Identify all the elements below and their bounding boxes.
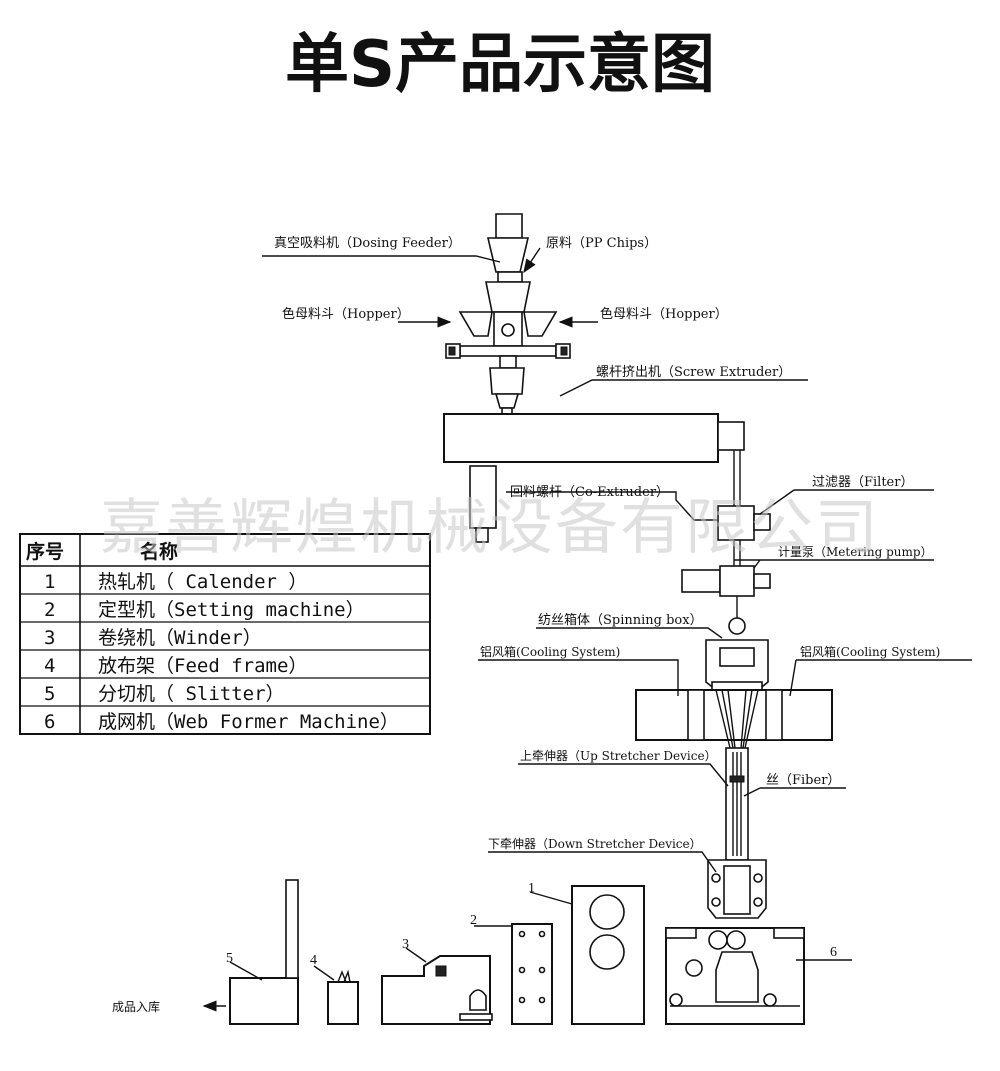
label-co-extruder: 回料螺杆（Co-Extruder） <box>510 485 669 500</box>
label-hopper-left: 色母料斗（Hopper） <box>282 306 410 322</box>
main-hopper <box>485 281 531 347</box>
winder-machine <box>381 955 493 1025</box>
legend-row-name: 分切机（ Slitter） <box>98 683 285 705</box>
legend-row-name: 成网机（Web Former Machine） <box>98 711 399 733</box>
label-filter: 过滤器（Filter） <box>812 475 913 490</box>
label-cooling-right: 铝风箱(Cooling System) <box>800 644 940 659</box>
label-dosing-feeder: 真空吸料机（Dosing Feeder） <box>274 236 461 251</box>
down-stretcher <box>707 859 767 919</box>
color-hopper-left <box>458 311 493 337</box>
feed-frame <box>327 969 359 1025</box>
metering-pump <box>681 565 771 618</box>
web-former-machine <box>665 927 805 1025</box>
calender-machine <box>571 885 645 1025</box>
label-down-stretcher: 下牵伸器（Down Stretcher Device） <box>488 837 702 851</box>
feed-throat <box>489 367 525 415</box>
slitter-machine <box>229 879 299 1025</box>
legend-row-name: 定型机（Setting machine） <box>98 599 365 621</box>
filter <box>717 505 771 568</box>
legend-header-no: 序号 <box>26 540 64 563</box>
page-title: 单S产品示意图 <box>285 28 715 102</box>
legend-row-no: 6 <box>44 711 55 733</box>
spinning-box <box>705 617 769 691</box>
setting-machine <box>511 923 553 1025</box>
feeder-crossbar <box>445 343 571 369</box>
label-hopper-right: 色母料斗（Hopper） <box>600 306 728 322</box>
label-finished: 成品入库 <box>112 999 160 1014</box>
machine-number-1: 1 <box>528 881 535 896</box>
co-extruder <box>469 465 497 543</box>
legend-header-name: 名称 <box>140 540 178 563</box>
leader-lines <box>229 247 972 981</box>
legend-row-name: 放布架（Feed frame） <box>98 655 307 677</box>
legend-row-no: 5 <box>44 683 55 705</box>
label-spinning-box: 纺丝箱体（Spinning box） <box>538 612 703 628</box>
stretcher-tube <box>725 747 749 861</box>
machine-number-5: 5 <box>226 951 233 966</box>
label-pp-chips: 原料（PP Chips） <box>546 236 657 251</box>
label-metering-pump: 计量泵（Metering pump） <box>778 545 933 559</box>
legend-row-name: 热轧机（ Calender ） <box>98 571 307 593</box>
color-hopper-right <box>523 311 558 337</box>
machine-number-2: 2 <box>470 913 477 928</box>
screw-extruder <box>443 413 719 463</box>
legend-table: 序号 名称 1 热轧机（ Calender ） 2 定型机（Setting ma… <box>19 533 431 735</box>
extruder-motor <box>717 421 745 451</box>
machine-number-3: 3 <box>402 937 409 952</box>
watermark: 嘉善辉煌机械设备有限公司 <box>100 493 880 563</box>
label-screw-extruder: 螺杆挤出机（Screw Extruder） <box>596 365 791 380</box>
cooling-system <box>635 689 833 749</box>
label-fiber: 丝（Fiber） <box>766 773 840 788</box>
legend-row-name: 卷绕机（Winder） <box>98 627 262 649</box>
dosing-feeder <box>486 213 530 283</box>
legend-row-no: 3 <box>44 627 55 649</box>
legend-row-no: 2 <box>44 599 55 621</box>
legend-row-no: 4 <box>44 655 55 677</box>
machine-number-4: 4 <box>310 953 317 968</box>
legend-row-no: 1 <box>44 571 55 593</box>
machine-number-6: 6 <box>830 945 837 960</box>
label-cooling-left: 铝风箱(Cooling System) <box>480 644 620 659</box>
label-up-stretcher: 上牵伸器（Up Stretcher Device） <box>520 749 717 763</box>
